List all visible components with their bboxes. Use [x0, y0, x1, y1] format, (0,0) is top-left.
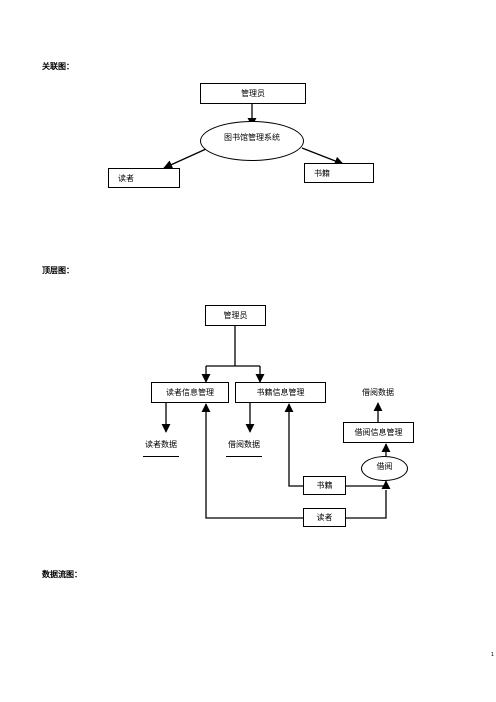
system-to-reader-arrow: [163, 148, 207, 169]
context-diagram-heading: 关联图：: [42, 62, 74, 71]
book-info-mgmt-box: 书籍信息管理: [235, 382, 326, 403]
book-entity-box-top: 书籍: [303, 476, 346, 495]
reader-entity-box-top: 读者: [303, 508, 346, 527]
reader-to-borrow-arrow: [346, 490, 387, 519]
reader-data-store: 读者数据: [143, 439, 179, 457]
reader-entity-box: 读者: [108, 168, 180, 188]
book-to-borrow-arrow: [346, 480, 391, 490]
book-entity-box: 书籍: [304, 163, 374, 183]
dataflow-diagram-heading: 数据流图：: [42, 570, 82, 579]
borrow-data-store: 借阅数据: [226, 439, 262, 457]
library-system-process: 图书馆管理系统: [200, 121, 304, 161]
page-number: 1: [490, 652, 494, 658]
borrow-info-mgmt-box: 借阅信息管理: [343, 422, 414, 443]
top-admin-box: 管理员: [205, 305, 266, 326]
system-to-book-arrow: [301, 147, 344, 166]
borrow-data-top-label: 借阅数据: [362, 388, 394, 397]
admin-entity-box: 管理员: [200, 83, 306, 104]
borrow-process: 借阅: [361, 456, 408, 481]
reader-to-reader-mgmt-arrow: [201, 403, 303, 519]
top-level-diagram-heading: 顶层图：: [42, 266, 74, 275]
reader-info-mgmt-box: 读者信息管理: [151, 382, 229, 403]
book-to-book-mgmt-arrow: [284, 403, 303, 487]
